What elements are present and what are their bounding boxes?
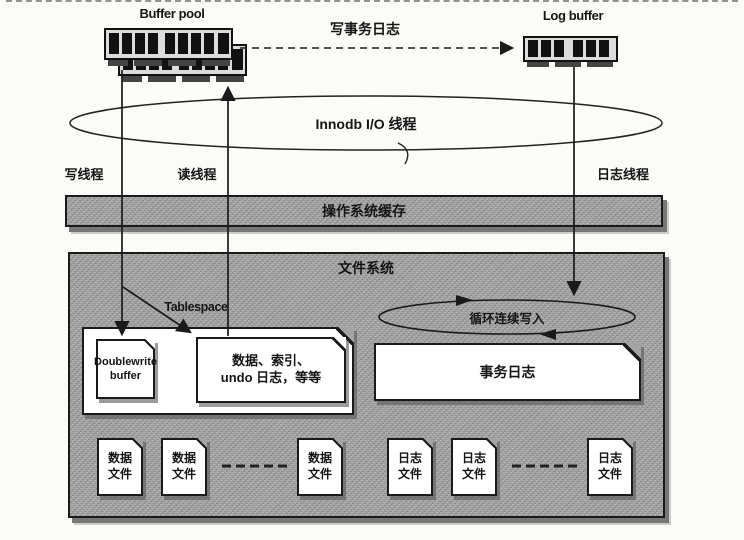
log-thread-label: 日志线程 bbox=[596, 167, 649, 182]
log-file-label: 日志 文件 bbox=[397, 451, 422, 481]
txn-log-label: 事务日志 bbox=[479, 363, 536, 380]
os-cache-label: 操作系统缓存 bbox=[322, 202, 406, 219]
io-threads-label: Innodb I/O 线程 bbox=[315, 116, 417, 132]
write-txn-log-label: 写事务日志 bbox=[330, 21, 400, 37]
data-index-undo-doc: 数据、索引、 undo 日志，等等 bbox=[196, 337, 346, 403]
data-file-doc: 数据 文件 bbox=[161, 438, 207, 496]
circular-write-label: 循环连续写入 bbox=[469, 312, 545, 326]
read-thread-label: 读线程 bbox=[177, 167, 217, 182]
data-file-doc: 数据 文件 bbox=[297, 438, 343, 496]
data-file-label: 数据 文件 bbox=[107, 451, 132, 481]
log-file-doc: 日志 文件 bbox=[587, 438, 633, 496]
log-file-doc: 日志 文件 bbox=[387, 438, 433, 496]
ram-module-icon bbox=[104, 28, 233, 66]
os-cache-bar: 操作系统缓存 bbox=[65, 195, 663, 227]
log-file-doc: 日志 文件 bbox=[451, 438, 497, 496]
tablespace-label: Tablespace bbox=[164, 300, 228, 314]
txn-log-doc: 事务日志 bbox=[374, 343, 641, 401]
data-file-label: 数据 文件 bbox=[171, 451, 196, 481]
filesystem-label: 文件系统 bbox=[338, 260, 394, 276]
doublewrite-buffer-doc: Doublewrite buffer bbox=[94, 339, 157, 399]
ram-module-icon bbox=[523, 36, 618, 67]
buffer-pool-label: Buffer pool bbox=[139, 6, 205, 21]
log-buffer-label: Log buffer bbox=[542, 8, 604, 23]
doublewrite-buffer-label: Doublewrite buffer bbox=[94, 355, 157, 382]
write-thread-label: 写线程 bbox=[64, 167, 104, 182]
data-file-label: 数据 文件 bbox=[307, 451, 332, 481]
ellipse-tail-stroke bbox=[397, 142, 409, 165]
data-index-undo-label: 数据、索引、 undo 日志，等等 bbox=[220, 353, 322, 385]
log-file-label: 日志 文件 bbox=[597, 451, 622, 481]
log-file-label: 日志 文件 bbox=[461, 451, 486, 481]
scan-artifact-line bbox=[6, 0, 738, 2]
data-file-doc: 数据 文件 bbox=[97, 438, 143, 496]
